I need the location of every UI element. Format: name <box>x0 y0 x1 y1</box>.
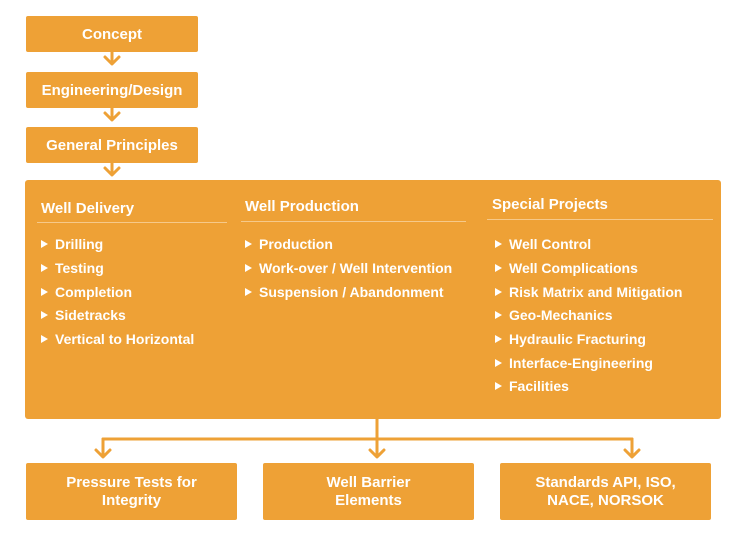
list-item: Well Complications <box>495 260 638 276</box>
bullet-arrow-icon <box>495 359 502 367</box>
list-item: Well Control <box>495 236 591 252</box>
list-item: Work-over / Well Intervention <box>245 260 452 276</box>
bullet-arrow-icon <box>495 335 502 343</box>
well-production-divider <box>241 221 466 222</box>
general-principles-label: General Principles <box>46 136 178 154</box>
list-item: Risk Matrix and Mitigation <box>495 284 682 300</box>
well-production-title: Well Production <box>245 198 359 215</box>
bullet-arrow-icon <box>245 240 252 248</box>
bullet-arrow-icon <box>495 288 502 296</box>
bullet-arrow-icon <box>41 240 48 248</box>
special-projects-title: Special Projects <box>492 196 608 213</box>
engineering-design-label: Engineering/Design <box>41 81 183 99</box>
well-delivery-title: Well Delivery <box>41 200 135 217</box>
services-panel: Well Delivery Drilling Testing Completio… <box>25 180 721 419</box>
engineering-design-box: Engineering/Design <box>26 72 198 108</box>
list-item: Production <box>245 236 333 252</box>
list-item: Interface-Engineering <box>495 355 653 371</box>
standards-box: Standards API, ISO, NACE, NORSOK <box>500 463 711 520</box>
pressure-tests-label: Pressure Tests for Integrity <box>66 473 197 509</box>
bullet-arrow-icon <box>41 335 48 343</box>
well-delivery-divider <box>37 222 227 223</box>
well-barrier-box: Well Barrier Elements <box>263 463 474 520</box>
list-item: Sidetracks <box>41 307 126 323</box>
list-item: Geo-Mechanics <box>495 307 612 323</box>
list-item: Facilities <box>495 378 569 394</box>
standards-label: Standards API, ISO, NACE, NORSOK <box>535 473 676 509</box>
general-principles-box: General Principles <box>26 127 198 163</box>
bullet-arrow-icon <box>41 311 48 319</box>
special-projects-divider <box>487 219 713 220</box>
concept-label: Concept <box>82 25 142 43</box>
bullet-arrow-icon <box>245 264 252 272</box>
well-barrier-label: Well Barrier Elements <box>326 473 411 509</box>
list-item: Vertical to Horizontal <box>41 331 194 347</box>
concept-box: Concept <box>26 16 198 52</box>
bullet-arrow-icon <box>245 288 252 296</box>
bullet-arrow-icon <box>495 240 502 248</box>
list-item: Testing <box>41 260 104 276</box>
bullet-arrow-icon <box>495 311 502 319</box>
list-item: Completion <box>41 284 132 300</box>
bullet-arrow-icon <box>41 288 48 296</box>
bullet-arrow-icon <box>41 264 48 272</box>
list-item: Hydraulic Fracturing <box>495 331 646 347</box>
list-item: Drilling <box>41 236 103 252</box>
bullet-arrow-icon <box>495 382 502 390</box>
bullet-arrow-icon <box>495 264 502 272</box>
pressure-tests-box: Pressure Tests for Integrity <box>26 463 237 520</box>
list-item: Suspension / Abandonment <box>245 284 444 300</box>
